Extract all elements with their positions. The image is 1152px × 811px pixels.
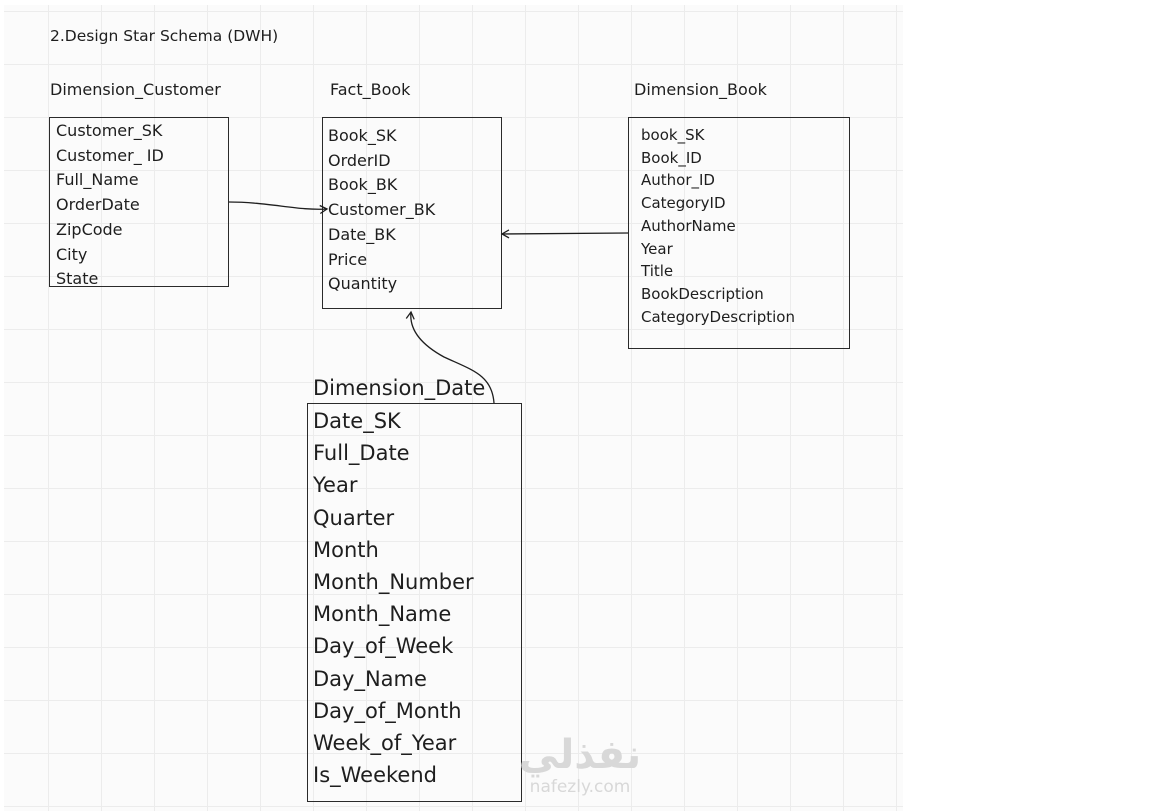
field-customer: Customer_ ID <box>56 145 164 165</box>
field-list-fact: Book_SK OrderID Book_BK Customer_BK Date_BK P… <box>328 124 435 297</box>
field-customer: City <box>56 244 88 264</box>
field-date: Full_Date <box>313 441 410 466</box>
relationship-arrows <box>228 201 629 404</box>
table-label-customer: Dimension_Customer <box>50 80 221 99</box>
field-book: book_SK <box>641 126 705 144</box>
field-fact: Book_BK <box>328 175 398 195</box>
field-date: Month <box>313 537 379 562</box>
field-date: Day_Name <box>313 666 427 691</box>
field-fact: OrderID <box>328 150 391 170</box>
field-book: Title <box>641 262 674 281</box>
field-customer: OrderDate <box>56 195 140 215</box>
field-book: Book_ID <box>641 148 702 167</box>
watermark-latin: nafezly.com <box>529 777 631 797</box>
field-customer: Full_Name <box>56 170 139 190</box>
field-customer: State <box>56 269 99 289</box>
field-date: Quarter <box>313 505 395 530</box>
arrow-customer-to-fact[interactable] <box>228 201 329 215</box>
field-customer: ZipCode <box>56 219 123 239</box>
field-fact: Price <box>328 249 368 269</box>
field-fact: Customer_BK <box>328 200 436 220</box>
field-date: Month_Name <box>313 602 452 627</box>
field-fact: Date_BK <box>328 224 396 244</box>
field-date: Year <box>313 473 358 498</box>
arrow-book-to-fact[interactable] <box>500 229 629 239</box>
field-customer: Customer_SK <box>56 121 163 140</box>
watermark-arabic: نفذلي <box>518 732 642 778</box>
field-fact: Book_SK <box>328 126 397 145</box>
arrow-date-to-fact[interactable] <box>405 310 495 404</box>
field-book: AuthorName <box>641 216 736 235</box>
field-book: BookDescription <box>641 284 764 303</box>
field-date: Month_Number <box>313 570 474 595</box>
field-fact: Quantity <box>328 274 398 294</box>
field-book: Year <box>641 239 673 258</box>
table-label-book: Dimension_Book <box>634 80 767 99</box>
table-box-book[interactable]: book_SK Book_ID Author_ID CategoryID AuthorN… <box>628 117 850 349</box>
table-box-fact[interactable]: Book_SK OrderID Book_BK Customer_BK Date_BK P… <box>322 117 502 309</box>
field-date: Day_of_Month <box>313 698 462 723</box>
field-list-book: book_SK Book_ID Author_ID CategoryID AuthorN… <box>641 124 795 328</box>
diagram-title: 2.Design Star Schema (DWH) <box>50 27 279 45</box>
field-date: Day_of_Week <box>313 634 454 659</box>
table-label-fact: Fact_Book <box>330 80 411 99</box>
diagram-canvas: 2.Design Star Schema (DWH) Dimension_Cus… <box>4 5 903 811</box>
field-book: CategoryDescription <box>641 307 795 326</box>
field-book: Author_ID <box>641 171 715 190</box>
field-book: CategoryID <box>641 194 726 213</box>
field-date: Date_SK <box>313 409 401 433</box>
field-date: Week_of_Year <box>313 731 457 756</box>
field-date: Is_Weekend <box>313 763 437 788</box>
table-label-date: Dimension_Date <box>313 376 486 400</box>
watermark: نفذلي nafezly.com <box>500 733 660 797</box>
